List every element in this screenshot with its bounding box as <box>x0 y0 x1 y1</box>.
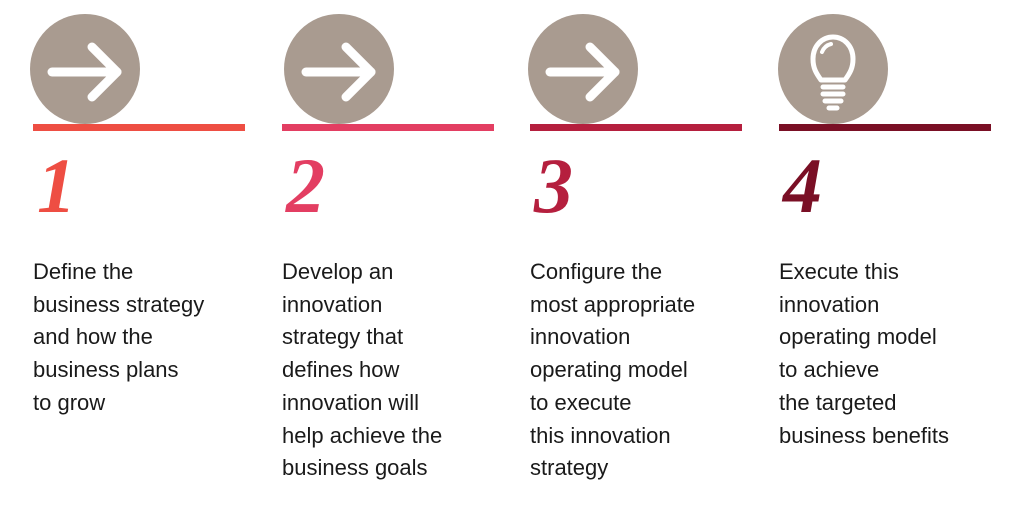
lightbulb-icon <box>810 34 856 111</box>
step-4: 4 Execute this innovation operating mode… <box>778 0 999 513</box>
step-3: 3 Configure the most appropriate innovat… <box>528 0 750 513</box>
step-1-divider <box>33 124 245 131</box>
arrow-right-icon <box>47 42 122 102</box>
step-3-icon-circle <box>528 14 638 124</box>
step-3-divider <box>530 124 742 131</box>
arrow-right-icon <box>301 42 376 102</box>
step-2-icon-circle <box>284 14 394 124</box>
step-3-description: Configure the most appropriate innovatio… <box>530 259 696 481</box>
step-4-description: Execute this innovation operating model … <box>779 259 949 448</box>
step-1-description: Define the business strategy and how the… <box>33 259 205 415</box>
step-2-description: Develop an innovation strategy that defi… <box>282 259 443 481</box>
step-2: 2 Develop an innovation strategy that de… <box>282 0 502 513</box>
step-1-number: 1 <box>37 142 76 229</box>
step-3-number: 3 <box>534 142 573 229</box>
step-4-divider <box>779 124 991 131</box>
step-2-number: 2 <box>286 142 325 229</box>
step-2-divider <box>282 124 494 131</box>
step-1-icon-circle <box>30 14 140 124</box>
step-4-number: 4 <box>783 142 822 229</box>
step-4-icon-circle <box>778 14 888 124</box>
arrow-right-icon <box>545 42 620 102</box>
step-1: 1 Define the business strategy and how t… <box>30 0 253 513</box>
